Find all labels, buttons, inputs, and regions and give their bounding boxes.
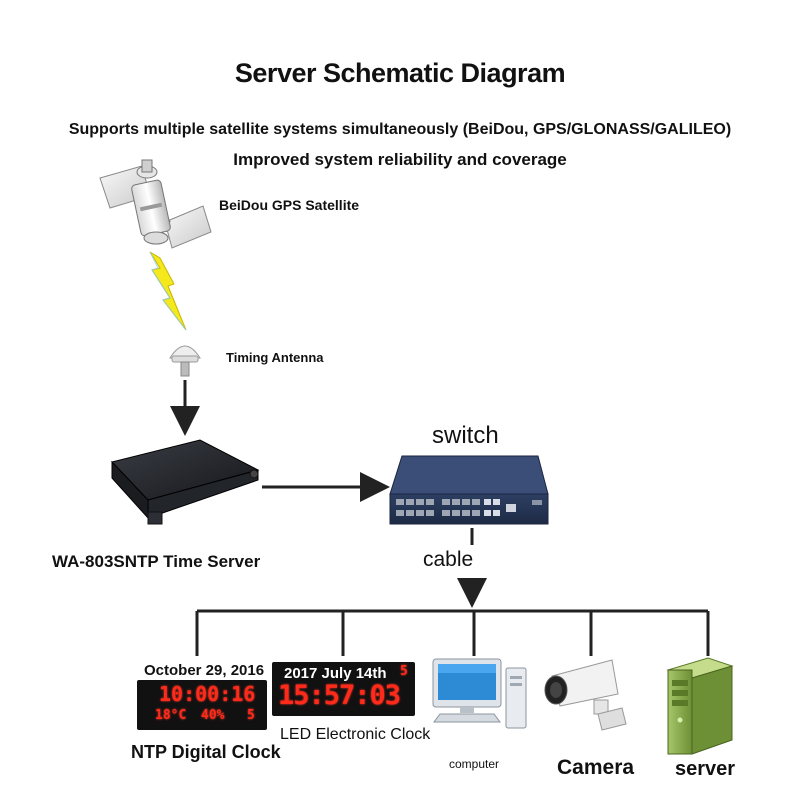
- computer-label: computer: [449, 757, 500, 771]
- led-clock-label: LED Electronic Clock: [280, 726, 431, 743]
- switch-icon: [389, 455, 549, 525]
- time-server-label: WA-803SNTP Time Server: [52, 552, 261, 571]
- antenna-label: Timing Antenna: [226, 350, 324, 365]
- antenna-icon: [169, 345, 201, 377]
- ntp-clock-temp: 18°C: [155, 708, 187, 723]
- led-clock-time: 15:57:03: [278, 680, 401, 711]
- subtitle-satellite-systems: Supports multiple satellite systems simu…: [68, 121, 732, 138]
- led-clock-date: 2017 July 14th: [284, 665, 387, 682]
- camera-icon: [544, 659, 627, 731]
- signal-lightning-icon: [149, 251, 187, 331]
- satellite-label: BeiDou GPS Satellite: [219, 197, 360, 213]
- ntp-clock-label: NTP Digital Clock: [131, 742, 281, 762]
- led-clock-day: 5: [400, 664, 408, 679]
- computer-icon: [432, 658, 527, 729]
- subtitle-reliability: Improved system reliability and coverage: [233, 150, 567, 169]
- ntp-clock-date: October 29, 2016: [144, 662, 265, 679]
- page-title: Server Schematic Diagram: [234, 58, 566, 88]
- cable-label: cable: [423, 548, 474, 571]
- ntp-clock-time: 10:00:16: [159, 682, 256, 706]
- server-tower-icon: [666, 657, 734, 755]
- satellite-icon: [99, 159, 212, 249]
- ntp-clock-day: 5: [247, 708, 255, 723]
- server-label: server: [675, 758, 736, 780]
- distribution-bus: [195, 609, 710, 656]
- led-electronic-clock: 5 15:57:03: [272, 662, 415, 716]
- camera-label: Camera: [557, 756, 635, 779]
- ntp-clock-humidity: 40%: [201, 708, 225, 723]
- switch-label: switch: [432, 422, 499, 449]
- time-server-icon: [111, 439, 260, 525]
- ntp-digital-clock: 10:00:16 18°C 40% 5: [137, 680, 267, 730]
